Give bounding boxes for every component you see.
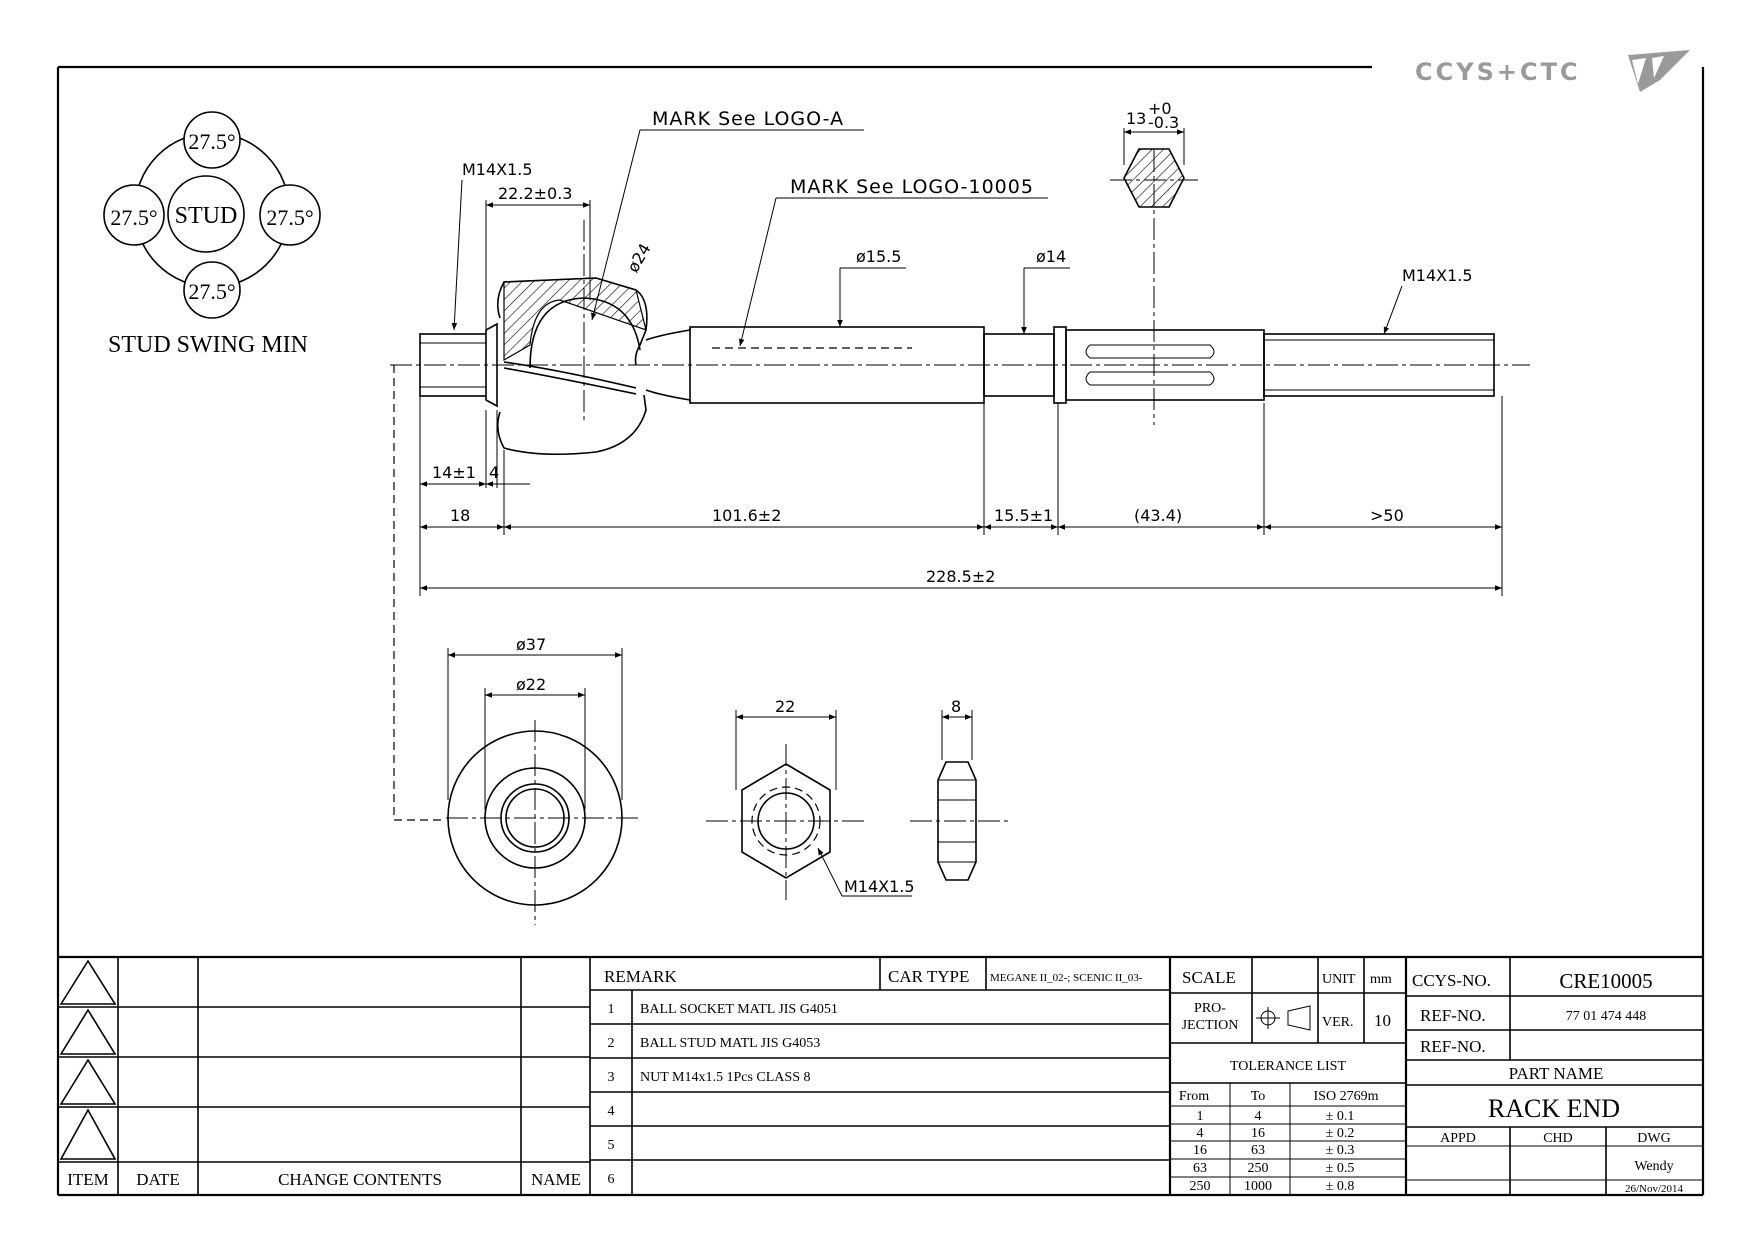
dwg-label: DWG	[1637, 1131, 1670, 1146]
ccys-no-label: CCYS-NO.	[1412, 971, 1491, 990]
dim-43-4: (43.4)	[1134, 506, 1182, 525]
identification-table: CCYS-NO. CRE10005 REF-NO. 77 01 474 448 …	[1406, 957, 1703, 1195]
tolerance-title: TOLERANCE LIST	[1230, 1059, 1346, 1074]
tol-to: 1000	[1244, 1179, 1272, 1194]
boot-end-view: ø37 ø22	[446, 635, 640, 925]
unit-label: UNIT	[1322, 972, 1356, 987]
appd-label: APPD	[1440, 1131, 1476, 1146]
stud-swing-diagram: STUD 27.5° 27.5° 27.5° 27.5° STUD SWING …	[103, 111, 321, 358]
side-view-annotations: MARK See LOGO-A MARK See LOGO-10005 M14X…	[393, 99, 1503, 821]
projection-symbol-icon	[1256, 1005, 1311, 1031]
dwg-name: Wendy	[1634, 1159, 1673, 1174]
dim-nut-thickness: 8	[951, 697, 961, 716]
swing-angle-bottom: 27.5°	[188, 279, 235, 304]
ver-value: 10	[1374, 1011, 1391, 1030]
tol-value: ± 0.3	[1326, 1143, 1355, 1158]
tol-to: 250	[1248, 1161, 1269, 1176]
scale-tolerance-table: SCALE UNIT mm PRO- JECTION VER. 10 TOLER…	[1170, 957, 1408, 1195]
rev-header-date: DATE	[136, 1170, 179, 1189]
dwg-date: 26/Nov/2014	[1625, 1183, 1684, 1195]
dim-total: 228.5±2	[926, 567, 995, 586]
remark-no: 1	[608, 1002, 615, 1017]
rev-header-change: CHANGE CONTENTS	[278, 1170, 442, 1189]
dim-50: >50	[1370, 506, 1404, 525]
remark-header: REMARK	[604, 967, 677, 986]
rev-header-item: ITEM	[67, 1170, 109, 1189]
dim-dia-14: ø14	[1036, 247, 1066, 266]
dim-hex-tol-upper: +0	[1148, 99, 1172, 118]
chd-label: CHD	[1543, 1131, 1573, 1146]
ref-no-label: REF-NO.	[1420, 1006, 1486, 1025]
remark-text: BALL SOCKET MATL JIS G4051	[640, 1002, 838, 1017]
remark-no: 2	[608, 1036, 615, 1051]
swing-angle-left: 27.5°	[110, 205, 157, 230]
remarks-table: REMARK CAR TYPE MEGANE II_02-; SCENIC II…	[590, 957, 1172, 1195]
tol-to: 63	[1251, 1143, 1265, 1158]
dim-18: 18	[450, 506, 470, 525]
dim-nut-thread: M14X1.5	[844, 877, 915, 896]
tol-from: 63	[1193, 1161, 1207, 1176]
part-name-value: RACK END	[1488, 1094, 1620, 1123]
dim-thread-left: M14X1.5	[462, 160, 533, 179]
tol-value: ± 0.2	[1326, 1126, 1355, 1141]
dim-4: 4	[489, 463, 499, 482]
revision-table: ITEM DATE CHANGE CONTENTS NAME	[58, 957, 591, 1195]
nut-front-view: 22 M14X1.5	[706, 697, 915, 900]
dim-dia-22: ø22	[516, 675, 546, 694]
car-type-label: CAR TYPE	[888, 967, 969, 986]
dim-dia-24: ø24	[623, 240, 655, 276]
dim-hex-width: 13	[1126, 109, 1146, 128]
swing-angle-top: 27.5°	[188, 129, 235, 154]
dim-dia-37: ø37	[516, 635, 546, 654]
dim-14: 14±1	[432, 463, 476, 482]
ref-no-value: 77 01 474 448	[1566, 1009, 1647, 1024]
projection-label: PRO-	[1194, 1001, 1226, 1016]
dim-nut-across: 22	[775, 697, 795, 716]
mark-logo-10005: MARK See LOGO-10005	[790, 176, 1034, 198]
tol-from: 250	[1190, 1179, 1211, 1194]
dim-dia-15-5: ø15.5	[856, 247, 901, 266]
tol-from: 4	[1197, 1126, 1204, 1141]
car-type-value: MEGANE II_02-; SCENIC II_03-	[990, 972, 1143, 984]
remark-no: 5	[608, 1138, 615, 1153]
dim-15-5: 15.5±1	[994, 506, 1053, 525]
nut-side-view: 8	[910, 697, 1010, 881]
scale-label: SCALE	[1182, 968, 1236, 987]
dim-22-2: 22.2±0.3	[498, 184, 572, 203]
remark-text: NUT M14x1.5 1Pcs CLASS 8	[640, 1070, 811, 1085]
remark-text: BALL STUD MATL JIS G4053	[640, 1036, 820, 1051]
tol-from: 16	[1193, 1143, 1207, 1158]
remark-no: 4	[608, 1104, 615, 1119]
tol-header-iso: ISO 2769m	[1314, 1089, 1379, 1104]
dim-hex-tol-lower: -0.3	[1148, 113, 1179, 132]
projection-label: JECTION	[1182, 1018, 1239, 1033]
tol-value: ± 0.8	[1326, 1179, 1355, 1194]
rev-header-name: NAME	[531, 1170, 581, 1189]
remark-no: 6	[608, 1172, 615, 1187]
part-name-label: PART NAME	[1509, 1064, 1604, 1083]
remark-no: 3	[608, 1070, 615, 1085]
tol-header-to: To	[1251, 1089, 1266, 1104]
tol-value: ± 0.5	[1326, 1161, 1355, 1176]
brand-logo: CCYS+CTC	[1415, 50, 1690, 92]
unit-value: mm	[1370, 972, 1392, 987]
ver-label: VER.	[1322, 1015, 1354, 1030]
tol-header-from: From	[1179, 1089, 1209, 1104]
brand-logo-text: CCYS+CTC	[1415, 58, 1581, 86]
tol-to: 16	[1251, 1126, 1265, 1141]
tol-to: 4	[1255, 1109, 1262, 1124]
tol-from: 1	[1197, 1109, 1204, 1124]
rack-end-side-view	[390, 148, 1530, 456]
stud-label: STUD	[175, 203, 238, 229]
ref-no-label-2: REF-NO.	[1420, 1037, 1486, 1056]
title-block: ITEM DATE CHANGE CONTENTS NAME REMARK CA…	[58, 955, 1703, 1195]
mark-logo-a: MARK See LOGO-A	[652, 108, 844, 130]
swing-angle-right: 27.5°	[266, 205, 313, 230]
stud-swing-caption: STUD SWING MIN	[108, 332, 308, 358]
dim-101-6: 101.6±2	[712, 506, 781, 525]
tol-value: ± 0.1	[1326, 1109, 1355, 1124]
ccys-no-value: CRE10005	[1559, 969, 1652, 993]
dim-thread-right: M14X1.5	[1402, 266, 1473, 285]
